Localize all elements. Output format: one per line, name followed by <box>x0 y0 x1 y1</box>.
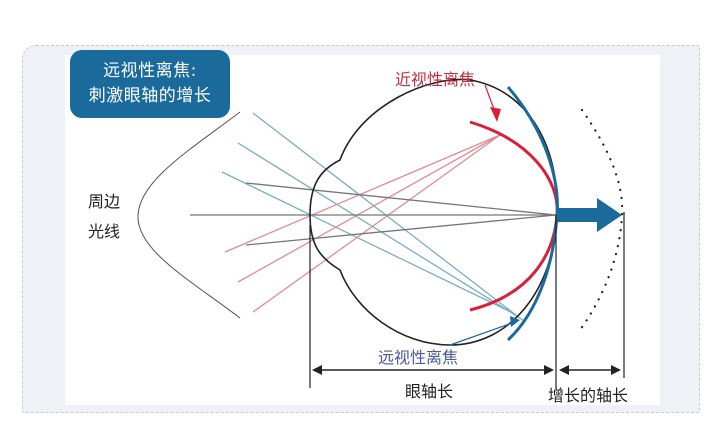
red-rays <box>224 134 501 313</box>
eye-outline <box>309 78 558 346</box>
title-box: 远视性离焦: 刺激眼轴的增长 <box>70 50 230 118</box>
myopic-arrow-head <box>490 107 501 122</box>
hyperopic-arrow-head <box>510 316 520 327</box>
axial-length-label: 眼轴长 <box>405 382 454 401</box>
blue-rays <box>221 112 526 323</box>
grey-rays <box>190 182 557 246</box>
myopic-defocus-label: 近视性离焦 <box>395 70 476 89</box>
peripheral-light-label-1: 周边 <box>88 192 121 211</box>
title-line-2: 刺激眼轴的增长 <box>88 86 212 106</box>
peripheral-light-bracket <box>137 111 241 319</box>
peripheral-light-label-2: 光线 <box>88 222 121 241</box>
growth-arrow-head <box>597 198 622 232</box>
hyperopic-defocus-label: 远视性离焦 <box>378 348 459 367</box>
increased-axial-length-label: 增长的轴长 <box>548 386 629 405</box>
elongated-retina-dotted <box>578 108 624 332</box>
title-line-1: 远视性离焦: <box>103 61 197 81</box>
hyperopic-focal-arc <box>506 86 559 342</box>
